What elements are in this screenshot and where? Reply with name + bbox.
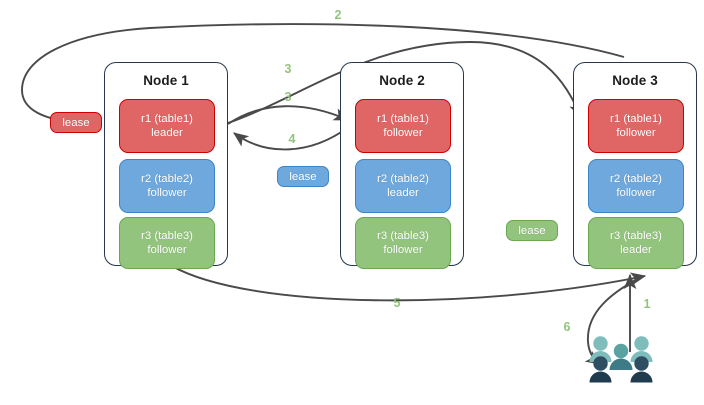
replica-name: r3 (table3) (610, 230, 662, 242)
node-box-node2[interactable]: Node 2 r1 (table1) follower r2 (table2) … (340, 62, 464, 269)
replica-node2-r1[interactable]: r1 (table1) follower (355, 99, 451, 153)
replica-name: r1 (table1) (141, 113, 193, 125)
replica-role: leader (620, 244, 652, 256)
node-title: Node 2 (379, 73, 425, 88)
replica-role: follower (616, 127, 656, 139)
replica-node1-r3[interactable]: r3 (table3) follower (119, 217, 215, 269)
replica-node3-r1[interactable]: r1 (table1) follower (588, 99, 684, 153)
replica-node3-r2[interactable]: r2 (table2) follower (588, 159, 684, 213)
replica-name: r1 (table1) (610, 113, 662, 125)
lease-label: lease (518, 224, 546, 237)
edge-3b-path (227, 105, 350, 125)
users-icon (589, 336, 653, 383)
edge-label-5: 5 (393, 296, 401, 310)
node-title: Node 3 (612, 73, 658, 88)
replica-role: follower (147, 187, 187, 199)
replica-role: follower (383, 127, 423, 139)
edge-5-path (171, 265, 647, 302)
replica-node1-r1[interactable]: r1 (table1) leader (119, 99, 215, 153)
lease-badge-red[interactable]: lease (50, 112, 102, 133)
replica-name: r3 (table3) (377, 230, 429, 242)
edge-label-3a: 3 (284, 62, 292, 76)
replica-name: r2 (table2) (377, 173, 429, 185)
edge-label-1: 1 (643, 297, 651, 311)
replica-node2-r3[interactable]: r3 (table3) follower (355, 217, 451, 269)
replica-role: follower (616, 187, 656, 199)
users-group-icon (588, 334, 654, 388)
replica-node1-r2[interactable]: r2 (table2) follower (119, 159, 215, 213)
node-box-node1[interactable]: Node 1 r1 (table1) leader r2 (table2) fo… (104, 62, 228, 269)
edge-label-6: 6 (563, 320, 571, 334)
replica-name: r2 (table2) (141, 173, 193, 185)
edge-label-3b: 3 (284, 90, 292, 104)
lease-label: lease (289, 170, 317, 183)
replica-name: r2 (table2) (610, 173, 662, 185)
replica-node3-r3[interactable]: r3 (table3) leader (588, 217, 684, 269)
lease-badge-blue[interactable]: lease (277, 166, 329, 187)
replica-name: r3 (table3) (141, 230, 193, 242)
replica-role: leader (151, 127, 183, 139)
replica-name: r1 (table1) (377, 113, 429, 125)
lease-label: lease (62, 116, 90, 129)
node-box-node3[interactable]: Node 3 r1 (table1) follower r2 (table2) … (573, 62, 697, 269)
replica-role: leader (387, 187, 419, 199)
edge-label-4: 4 (288, 132, 296, 146)
replica-role: follower (147, 244, 187, 256)
replica-role: follower (383, 244, 423, 256)
edge-label-2: 2 (334, 8, 342, 22)
node-title: Node 1 (143, 73, 189, 88)
replica-node2-r2[interactable]: r2 (table2) leader (355, 159, 451, 213)
lease-badge-green[interactable]: lease (506, 220, 558, 241)
